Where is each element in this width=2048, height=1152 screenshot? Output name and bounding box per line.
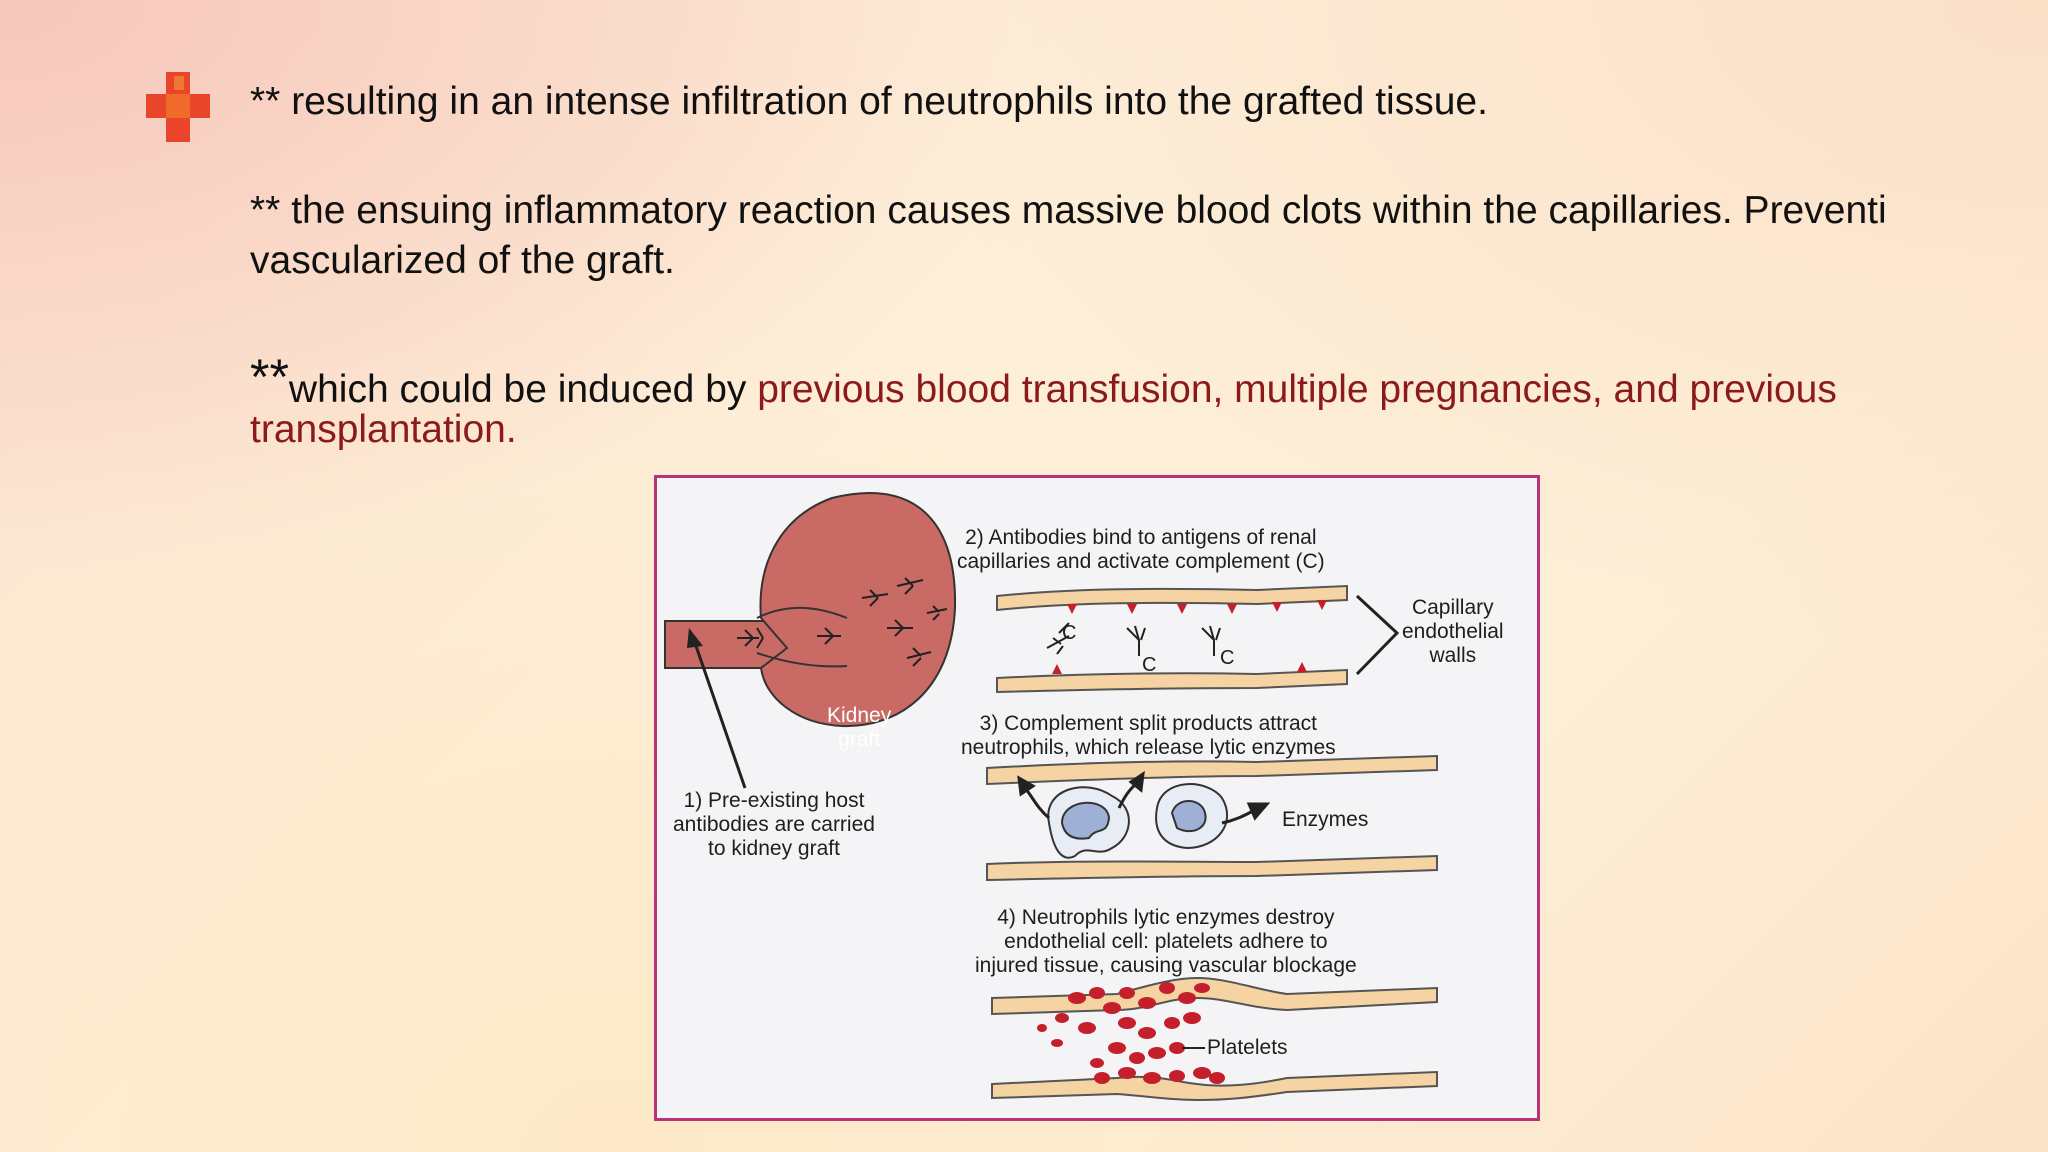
enzymes-label: Enzymes: [1282, 808, 1369, 831]
platelets-label: Platelets: [1207, 1036, 1288, 1059]
enzyme-arrows: [1017, 770, 1271, 825]
platelet-cluster: [1037, 982, 1225, 1084]
capillary-2-bottom: [986, 854, 1438, 882]
capillary-wall-top: [996, 584, 1348, 612]
arrow-step1: [693, 642, 747, 789]
bullet-line-1: ** resulting in an intense infiltration …: [250, 80, 1488, 123]
capillary-3-top: [991, 976, 1438, 1016]
antibody-icons-capillary: [1046, 622, 1221, 656]
bullet-line-3: **which could be induced by previous blo…: [250, 350, 1837, 455]
bullet-line-2: ** the ensuing inflammatory reaction cau…: [250, 186, 1887, 286]
bullet-line-2a: ** the ensuing inflammatory reaction cau…: [250, 189, 1887, 232]
bullet-line-2b: vascularized of the graft.: [250, 239, 675, 282]
red-cross-icon: [146, 72, 210, 142]
bullet-line-3-continued: transplantation.: [250, 408, 517, 451]
kidney-shape: [759, 492, 957, 728]
complement-c-3: C: [1220, 647, 1235, 669]
capillary-2-top: [986, 754, 1438, 786]
diagram-drawing: [664, 492, 1438, 1102]
bullet-line-3-plain: which could be induced by: [288, 368, 758, 411]
complement-c-1: C: [1062, 622, 1077, 644]
complement-deposits: [1052, 600, 1327, 674]
capillary-wall-bottom: [996, 668, 1348, 694]
antibody-icons-kidney: [737, 577, 948, 667]
bullet-line-3-highlight: previous blood transfusion, multiple pre…: [757, 368, 1837, 411]
bullet-stars: **: [250, 349, 289, 405]
complement-c-2: C: [1142, 654, 1157, 676]
bracket-walls: [1355, 594, 1400, 676]
